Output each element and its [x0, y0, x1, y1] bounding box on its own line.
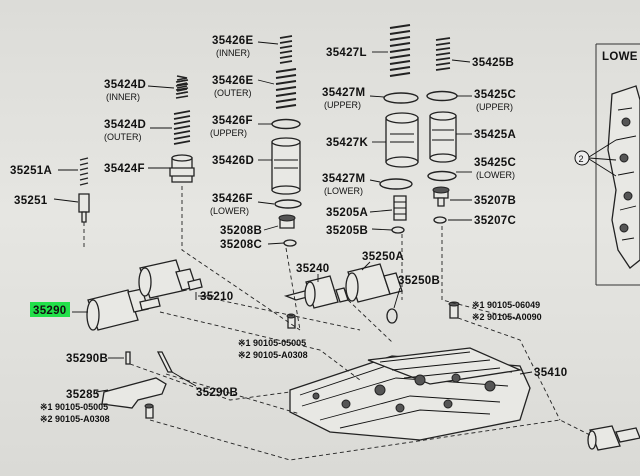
label-35427k[interactable]: 35427K	[326, 137, 368, 149]
plunger-35251	[53, 193, 90, 223]
pin-35290b-left	[108, 351, 131, 365]
label-35205b[interactable]: 35205B	[326, 225, 368, 237]
label-35426e-outer-sub: (OUTER)	[214, 88, 252, 98]
plug-35207b	[432, 186, 472, 207]
label-35425a[interactable]: 35425A	[474, 129, 516, 141]
label-35410[interactable]: 35410	[534, 367, 567, 379]
solenoid-35250a	[345, 261, 403, 303]
label-35205a[interactable]: 35205A	[326, 207, 368, 219]
label-35285[interactable]: 35285	[66, 389, 100, 401]
small-solenoid-bottom-right	[587, 425, 640, 451]
label-35427m-upper[interactable]: 35427M	[322, 87, 365, 99]
bolt-note-left-2[interactable]: ※2 90105-A0308	[40, 414, 110, 424]
oring-35425c-upper	[426, 90, 472, 102]
solenoid-35240	[283, 274, 349, 309]
plug-35205a	[369, 195, 407, 221]
clip-35207c	[433, 216, 472, 224]
lower-body-panel: LOWE 2	[574, 43, 640, 286]
highlight-35290	[30, 302, 70, 317]
label-35425b[interactable]: 35425B	[472, 57, 514, 69]
label-35426f-upper[interactable]: 35426F	[212, 115, 253, 127]
plug-35208b	[263, 214, 296, 231]
label-35250a[interactable]: 35250A	[362, 251, 404, 263]
label-35426e-inner-sub: (INNER)	[216, 48, 250, 58]
bolt-bracket	[144, 403, 154, 419]
label-35427l[interactable]: 35427L	[326, 47, 367, 59]
label-35207b[interactable]: 35207B	[474, 195, 516, 207]
clip-35208c	[267, 239, 297, 247]
bolt-right-solenoid	[448, 301, 460, 319]
label-35426f-upper-sub: (UPPER)	[210, 128, 247, 138]
sleeve-35426d	[258, 137, 301, 195]
label-35240[interactable]: 35240	[296, 263, 329, 275]
bolt-notes: ※1 90105-05005 ※2 90105-A0308 ※1 90105-0…	[40, 300, 542, 424]
valve-35424f	[148, 154, 195, 183]
label-35426f-lower-sub: (LOWER)	[210, 206, 249, 216]
spring-35426e-outer	[257, 68, 297, 109]
label-35424d-inner[interactable]: 35424D	[104, 79, 146, 91]
label-35251[interactable]: 35251	[14, 195, 48, 207]
label-35210[interactable]: 35210	[200, 291, 233, 303]
solenoid-35210	[138, 259, 214, 300]
bracket-35285	[95, 377, 167, 409]
label-35424f[interactable]: 35424F	[104, 163, 145, 175]
label-35290b-left[interactable]: 35290B	[66, 353, 108, 365]
label-35426d[interactable]: 35426D	[212, 155, 254, 167]
assembly-dashed-lines	[83, 186, 593, 461]
label-35427m-lower-sub: (LOWER)	[324, 186, 363, 196]
label-35426f-lower[interactable]: 35426F	[212, 193, 253, 205]
oring-35426f-upper	[258, 118, 301, 130]
label-35208b[interactable]: 35208B	[220, 225, 262, 237]
sleeve-35427k	[372, 112, 419, 168]
spring-35427l	[372, 24, 411, 77]
bolt-note-right-1[interactable]: ※1 90105-06049	[472, 300, 540, 310]
oring-35425c-lower	[427, 170, 472, 182]
spring-35424d-inner	[147, 75, 189, 99]
spring-35424d-outer	[150, 110, 191, 145]
bolt-note-left-1[interactable]: ※1 90105-05005	[40, 402, 108, 412]
bolt-note-right-2[interactable]: ※2 90105-A0090	[472, 312, 542, 322]
oring-35426f-lower	[257, 199, 302, 209]
bolt-note-center-2[interactable]: ※2 90105-A0308	[238, 350, 308, 360]
sleeve-35425a	[429, 111, 472, 163]
label-35208c[interactable]: 35208C	[220, 239, 262, 251]
label-35425c-upper-sub: (UPPER)	[476, 102, 513, 112]
label-35426e-inner[interactable]: 35426E	[212, 35, 253, 47]
oring-35427m-lower	[369, 178, 413, 190]
label-35427m-lower[interactable]: 35427M	[322, 173, 365, 185]
label-35290[interactable]: 35290	[33, 305, 66, 317]
label-35290b-right[interactable]: 35290B	[196, 387, 238, 399]
oring-35250b	[386, 287, 401, 324]
label-35424d-outer-sub: (OUTER)	[104, 132, 142, 142]
valve-body-35410	[289, 347, 533, 441]
pin-35251a	[58, 157, 89, 186]
clip-35205b	[371, 226, 405, 234]
bolt-note-center-1[interactable]: ※1 90105-05005	[238, 338, 306, 348]
reference-circle-number: 2	[579, 154, 584, 164]
label-35250b[interactable]: 35250B	[398, 275, 440, 287]
callout-labels: 35426E (INNER) 35426E (OUTER) 35424D (IN…	[10, 35, 567, 401]
label-35425c-lower-sub: (LOWER)	[476, 170, 515, 180]
label-35207c[interactable]: 35207C	[474, 215, 516, 227]
spring-35426e-inner	[257, 35, 293, 64]
lowe-label[interactable]: LOWE	[602, 51, 638, 63]
label-35424d-inner-sub: (INNER)	[106, 92, 140, 102]
label-35251a[interactable]: 35251A	[10, 165, 52, 177]
label-35426e-outer[interactable]: 35426E	[212, 75, 253, 87]
label-35424d-outer[interactable]: 35424D	[104, 119, 146, 131]
spring-35425b	[435, 37, 471, 71]
label-35425c-upper[interactable]: 35425C	[474, 89, 516, 101]
label-35425c-lower[interactable]: 35425C	[474, 157, 516, 169]
label-35427m-upper-sub: (UPPER)	[324, 100, 361, 110]
pin-35290b-right	[156, 351, 197, 387]
oring-35427m-upper	[369, 92, 419, 104]
